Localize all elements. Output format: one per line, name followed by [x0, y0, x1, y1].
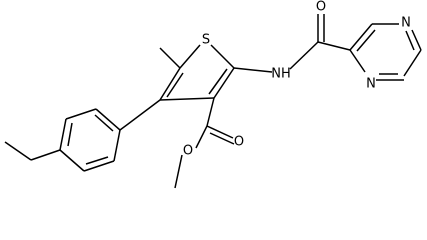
bond-phenyl-1 [59, 118, 67, 151]
bond-thiophene-s-c2 [210, 44, 235, 69]
chemical-structure: S NH O O O N N [4, 0, 422, 189]
bond-nh-carbonyl [289, 41, 319, 70]
bond-phenyl-thiophene [119, 99, 161, 131]
bond-thiophene-c2-c3 [213, 67, 235, 99]
bond-phenyl-inner-c [85, 156, 109, 165]
bond-methyl [159, 47, 181, 69]
atom-label-ester-single-oxygen: O [183, 144, 193, 159]
atom-label-pyrazine-n4: N [366, 77, 376, 92]
bond-phenyl-inner-b [94, 114, 114, 132]
bond-thiophene-c4-c5-inner [166, 72, 184, 98]
bond-amide-pyrazine [317, 41, 351, 51]
bond-phenyl-5 [83, 160, 115, 172]
bond-pyrazine-1-inner [356, 29, 376, 52]
atom-label-pyrazine-n1: N [401, 16, 411, 31]
bond-pyrazine-6 [349, 49, 366, 73]
bond-phenyl-inner-a [67, 122, 73, 147]
bond-ester-methyl [174, 154, 183, 189]
atom-label-sulfur: S [202, 33, 210, 48]
bond-thiophene-c3-c4 [159, 97, 215, 101]
bond-thiophene-c2-c3-inner [208, 68, 228, 95]
bond-ester-single-o [195, 125, 208, 149]
bond-ester-carbonyl [206, 125, 234, 139]
atom-label-ester-carbonyl-oxygen: O [234, 135, 244, 150]
atom-label-amide-nh: NH [271, 67, 291, 82]
bond-pyrazine-1 [349, 23, 373, 51]
bond-phenyl-2 [65, 108, 97, 120]
atom-labels: S NH O O O N N [183, 0, 411, 159]
bond-pyrazine-3 [411, 29, 422, 51]
bond-thiophene-c5-s [179, 44, 201, 69]
atom-label-amide-oxygen: O [316, 0, 326, 15]
bond-pyrazine-4 [403, 49, 422, 77]
bond-phenyl-6 [59, 149, 85, 172]
bond-lines [4, 14, 422, 189]
bond-phenyl-3 [95, 108, 121, 131]
bond-ethyl-ch3 [4, 141, 32, 161]
bond-phenyl-4 [113, 129, 121, 162]
bond-ester-carbonyl-double [209, 132, 235, 145]
bond-ethyl-ch2 [30, 149, 61, 161]
bond-c2-nh [233, 67, 273, 73]
bond-pyrazine-3-inner [405, 30, 415, 51]
bond-thiophene-c4-c5 [159, 67, 181, 101]
bond-ester-c [206, 97, 215, 127]
